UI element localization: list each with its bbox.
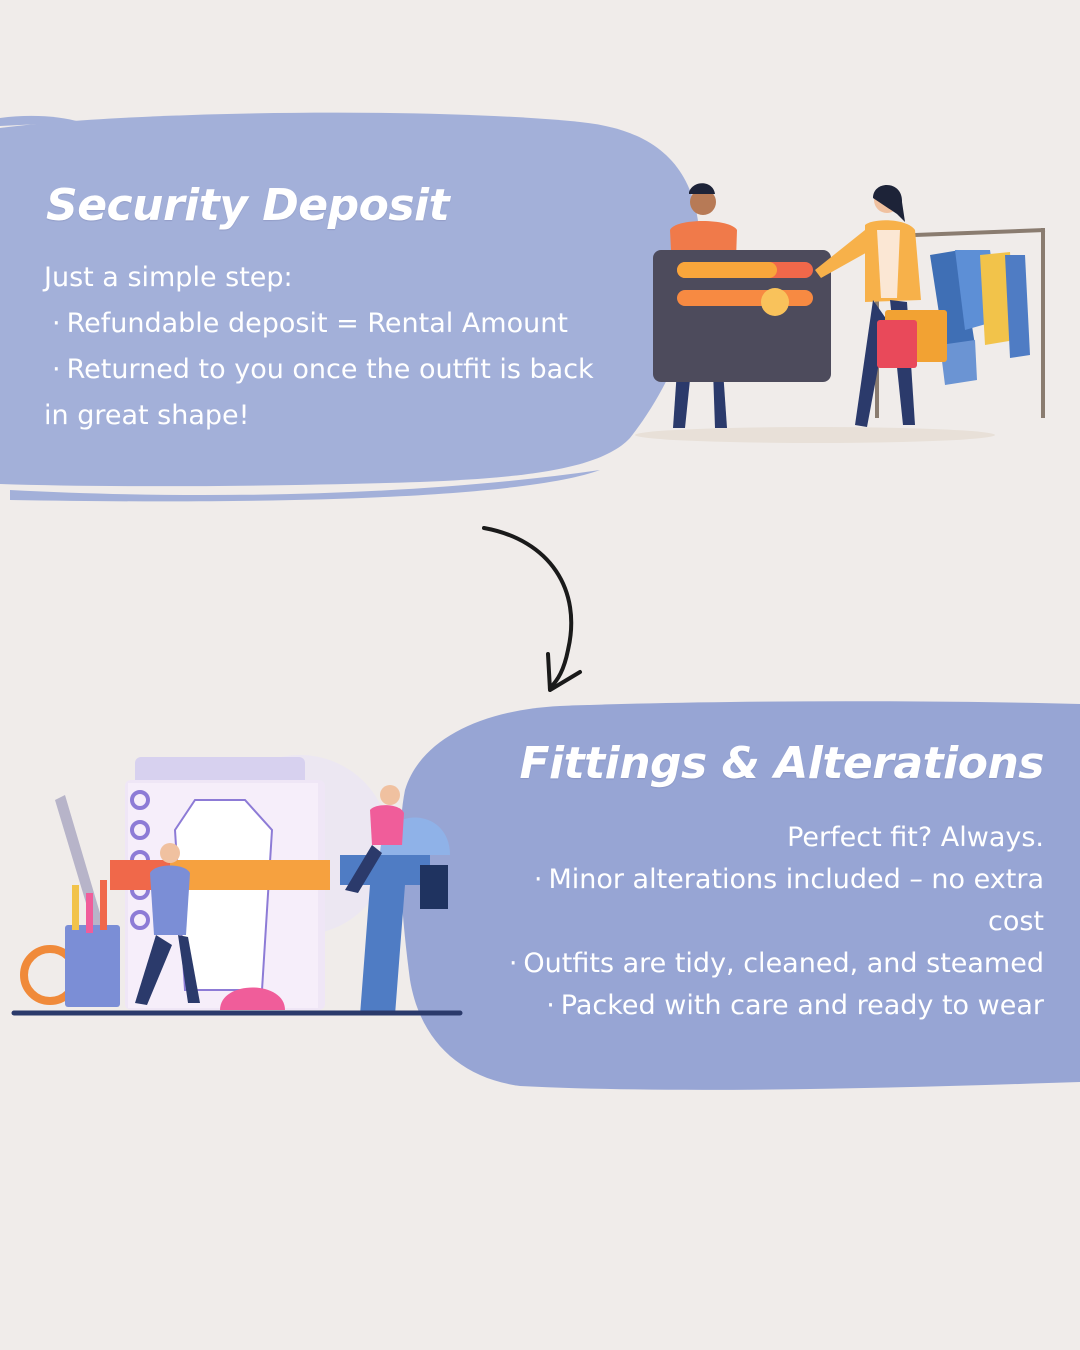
bullet-dot-icon: · <box>533 864 543 895</box>
bullet-dot-icon: · <box>52 308 61 339</box>
security-body: Just a simple step: ·Refundable deposit … <box>44 255 644 439</box>
fittings-bullet-cont: cost <box>987 906 1044 937</box>
fittings-title: Fittings & Alterations <box>519 738 1044 789</box>
bullet-dot-icon: · <box>508 948 518 979</box>
fittings-blob <box>400 701 1080 1090</box>
security-blob-stroke-2 <box>10 470 600 502</box>
security-bullet: ·Returned to you once the outfit is back <box>44 347 644 393</box>
tailoring-sewing-icon <box>11 755 463 1016</box>
bullet-dot-icon: · <box>546 990 555 1021</box>
curved-arrow-icon <box>482 526 582 692</box>
fittings-intro: Perfect fit? Always. <box>787 822 1044 853</box>
fittings-body: Perfect fit? Always. ·Minor alterations … <box>404 817 1044 1027</box>
fittings-bullet: ·Packed with care and ready to wear <box>404 985 1044 1027</box>
fittings-bullet: ·Outfits are tidy, cleaned, and steamed <box>404 943 1044 985</box>
security-blob <box>0 112 700 487</box>
fittings-bullet: ·Minor alterations included – no extra <box>404 859 1044 901</box>
security-blob-stroke-1 <box>0 115 80 126</box>
security-intro: Just a simple step: <box>44 262 293 293</box>
security-title: Security Deposit <box>46 180 450 231</box>
security-bullet: ·Refundable deposit = Rental Amount <box>44 301 644 347</box>
bullet-dot-icon: · <box>52 354 61 385</box>
security-continuation: in great shape! <box>44 400 250 431</box>
payment-card-shopping-icon <box>635 183 1046 443</box>
